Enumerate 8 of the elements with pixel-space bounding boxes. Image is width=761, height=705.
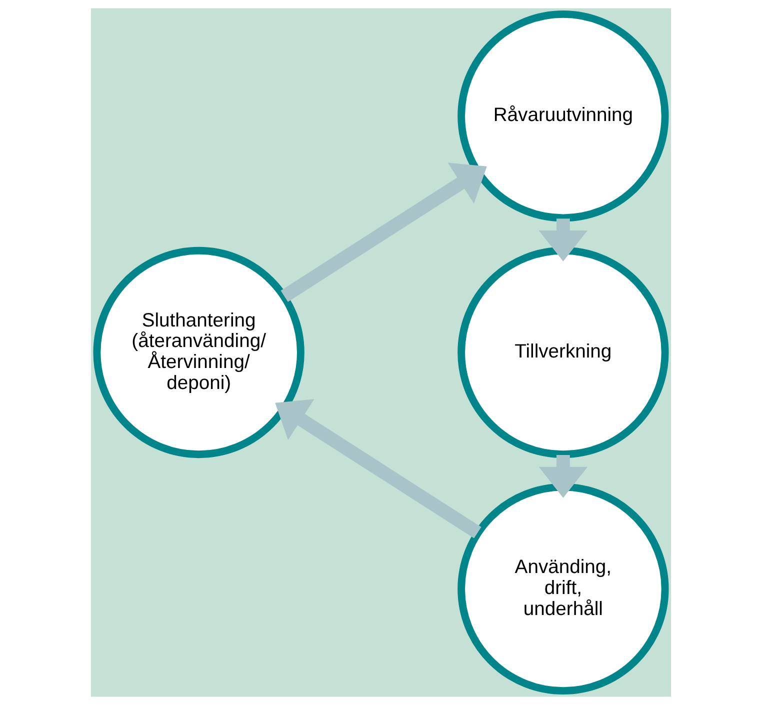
node-circle: Sluthantering (återanvänding/ Återvinning/ deponi) bbox=[92, 246, 304, 458]
node-circle: Råvaruutvinning bbox=[457, 10, 668, 222]
arrow bbox=[538, 455, 588, 498]
arrow bbox=[538, 218, 588, 262]
node-circle: Använding, drift, underhåll bbox=[457, 483, 668, 695]
node-circle: Tillverkning bbox=[457, 246, 668, 458]
arrow bbox=[274, 399, 481, 538]
arrow bbox=[280, 162, 486, 302]
